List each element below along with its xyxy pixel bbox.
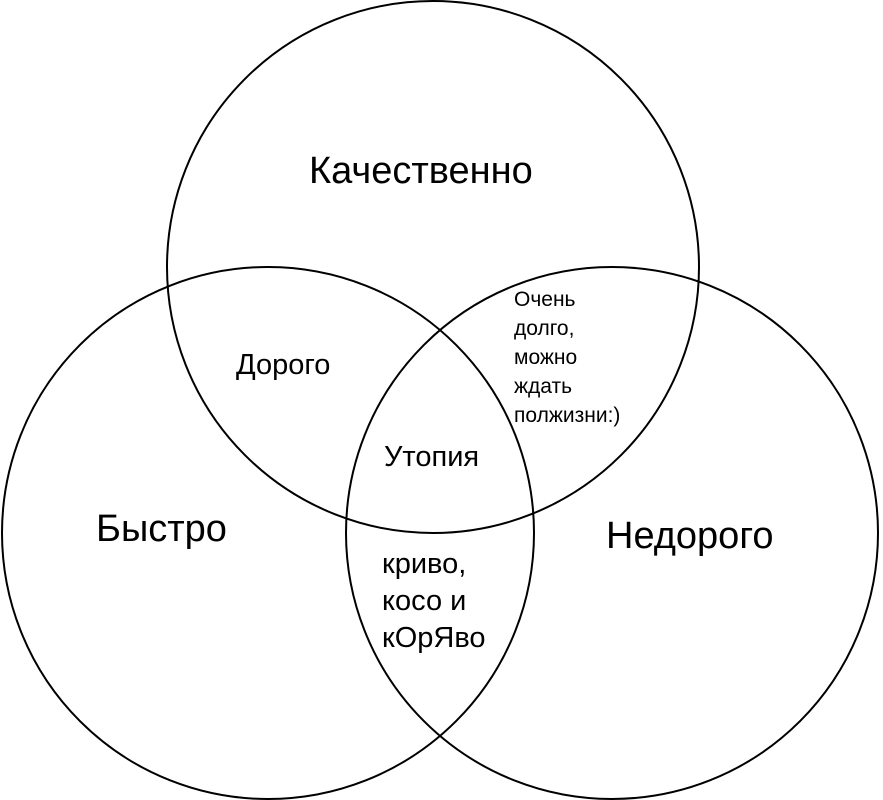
- circle-quality: [166, 0, 700, 534]
- label-quality-cheap-line: ждать: [514, 375, 573, 398]
- label-fast-cheap-line: косо и: [382, 585, 467, 617]
- circle-fast: [1, 266, 535, 800]
- label-fast: Быстро: [96, 508, 227, 550]
- label-quality-cheap-line: можно: [514, 346, 578, 369]
- label-cheap: Недорого: [606, 515, 774, 557]
- label-fast-cheap-line: кОрЯво: [382, 622, 486, 654]
- circle-cheap: [345, 266, 879, 800]
- label-quality-cheap-line: полжизни:): [514, 404, 621, 427]
- label-all-three: Утопия: [384, 441, 480, 473]
- label-quality-cheap: Очень долго, можно ждать полжизни:): [514, 285, 620, 430]
- label-quality-cheap-line: Очень: [514, 288, 576, 311]
- label-fast-cheap-line: криво,: [382, 548, 467, 580]
- label-fast-cheap: криво, косо и кОрЯво: [382, 546, 486, 657]
- label-quality: Качественно: [309, 150, 533, 192]
- label-quality-fast: Дорого: [236, 349, 331, 381]
- label-quality-cheap-line: долго,: [514, 317, 575, 340]
